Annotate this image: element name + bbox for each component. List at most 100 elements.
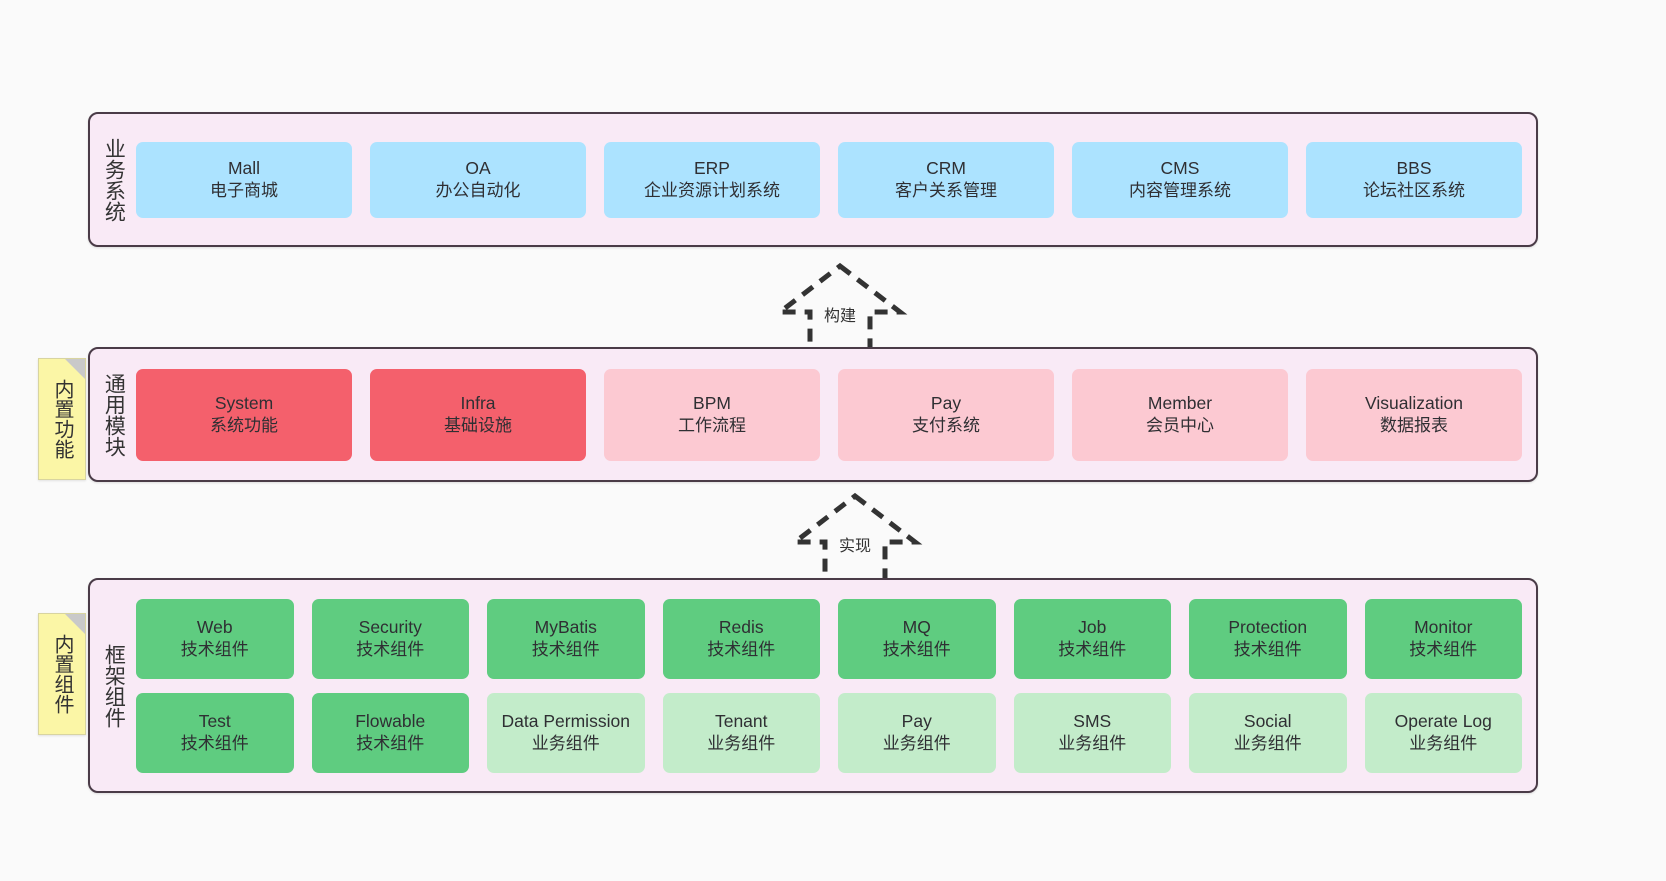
node-title-cn: 办公自动化 — [435, 180, 521, 200]
node-title-en: Social — [1243, 711, 1292, 732]
node-title-cn: 业务组件 — [707, 733, 776, 753]
node-title-en: Infra — [460, 393, 496, 414]
node-title-cn: 业务组件 — [1233, 733, 1302, 753]
note-fold-corner-icon — [65, 614, 85, 634]
sticky-note-builtin-component-label: 内置组件 — [51, 634, 73, 714]
node-title-en: SMS — [1073, 711, 1112, 732]
node-title-cn: 论坛社区系统 — [1363, 180, 1465, 200]
node-title-en: CRM — [926, 158, 966, 179]
node-title-cn: 技术组件 — [707, 639, 776, 659]
layer-framework-label: 框架组件 — [102, 643, 126, 728]
node-title-en: Security — [358, 617, 422, 638]
node-title-en: Job — [1078, 617, 1107, 638]
sticky-note-builtin-function: 内置功能 — [38, 358, 86, 480]
node-title-en: BPM — [693, 393, 731, 414]
node-title-cn: 企业资源计划系统 — [644, 180, 780, 200]
node-title-cn: 技术组件 — [356, 639, 425, 659]
node-title-cn: 支付系统 — [912, 415, 980, 435]
node-title-cn: 技术组件 — [356, 733, 425, 753]
realize-arrow-label: 实现 — [838, 538, 872, 555]
node-title-cn: 业务组件 — [882, 733, 951, 753]
node-title-cn: 业务组件 — [1058, 733, 1127, 753]
node-title-en: Redis — [718, 617, 764, 638]
layer-modules-label: 通用模块 — [102, 372, 126, 457]
node-title-en: CMS — [1160, 158, 1200, 179]
node-title-cn: 技术组件 — [180, 733, 249, 753]
uml-realization-arrow-build: 构建 — [760, 262, 920, 358]
node-title-en: Web — [196, 617, 233, 638]
node-title-en: System — [214, 393, 274, 414]
node-title-cn: 客户关系管理 — [895, 180, 997, 200]
node-title-cn: 技术组件 — [531, 639, 600, 659]
node-title-cn: 业务组件 — [1409, 733, 1478, 753]
node-title-en: MQ — [902, 617, 931, 638]
node-title-en: Monitor — [1414, 617, 1473, 638]
node-title-cn: 技术组件 — [882, 639, 951, 659]
node-title-en: Tenant — [714, 711, 768, 732]
node-title-cn: 技术组件 — [1409, 639, 1478, 659]
node-title-cn: 数据报表 — [1380, 415, 1448, 435]
layer-business-label: 业务系统 — [102, 137, 126, 222]
node-title-cn: 技术组件 — [1058, 639, 1127, 659]
node-title-en: ERP — [694, 158, 730, 179]
node-title-en: Data Permission — [501, 711, 630, 732]
node-title-en: BBS — [1396, 158, 1432, 179]
node-title-en: OA — [465, 158, 491, 179]
node-title-en: Mall — [227, 158, 261, 179]
build-arrow-label: 构建 — [823, 308, 857, 325]
sticky-note-builtin-component: 内置组件 — [38, 613, 86, 735]
node-title-cn: 工作流程 — [678, 415, 746, 435]
uml-realization-arrow-realize: 实现 — [775, 492, 935, 588]
node-title-en: Pay — [930, 393, 962, 414]
node-title-en: Pay — [901, 711, 932, 732]
node-title-cn: 系统功能 — [210, 415, 278, 435]
node-title-cn: 内容管理系统 — [1129, 180, 1231, 200]
node-title-cn: 会员中心 — [1146, 415, 1214, 435]
node-title-cn: 电子商城 — [210, 180, 278, 200]
sticky-note-builtin-function-label: 内置功能 — [51, 379, 73, 459]
node-title-en: Protection — [1228, 617, 1308, 638]
node-title-cn: 技术组件 — [180, 639, 249, 659]
node-title-en: MyBatis — [534, 617, 597, 638]
node-title-en: Member — [1147, 393, 1213, 414]
